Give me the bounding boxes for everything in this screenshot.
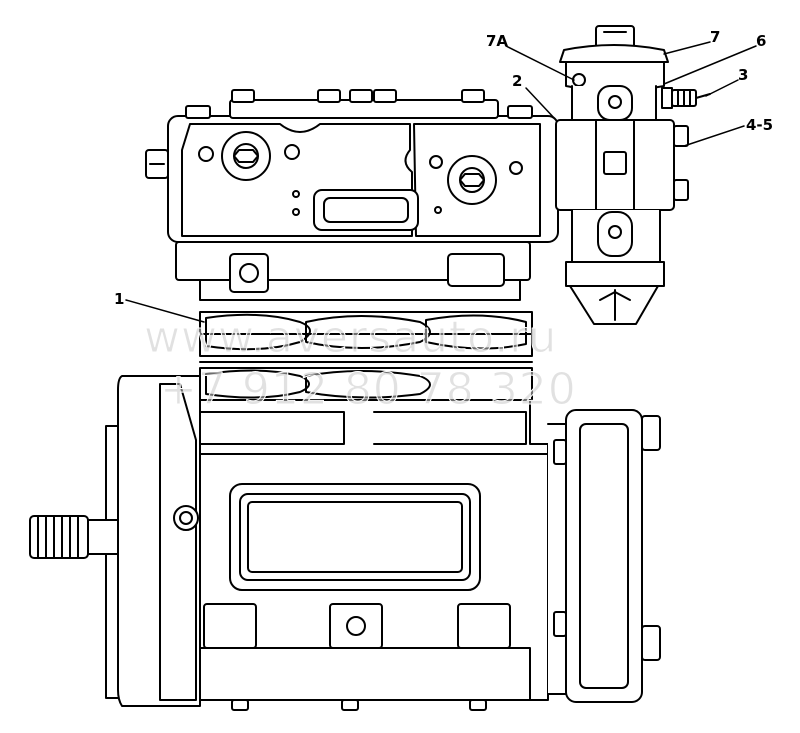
callout-7: 7 — [710, 28, 720, 46]
watermark: www.aversauto.ru +7 912 80 78 320 — [144, 312, 577, 416]
watermark-website: www.aversauto.ru — [144, 312, 557, 363]
gasket-stack — [199, 311, 533, 401]
callout-2: 2 — [512, 72, 522, 90]
callout-6: 6 — [756, 32, 766, 50]
callout-labels: 1 2 3 4-5 6 7 7A — [114, 28, 773, 308]
cylinder-head — [145, 89, 559, 243]
watermark-phone: +7 912 80 78 320 — [160, 364, 577, 415]
callout-3: 3 — [738, 66, 748, 84]
rear-end-cover — [547, 409, 661, 703]
callout-7a: 7A — [486, 32, 508, 50]
head-flange — [175, 241, 531, 301]
leader-lines — [125, 41, 757, 323]
head-top-bolts — [185, 89, 533, 119]
crankshaft — [29, 515, 119, 559]
unloader-assembly — [555, 25, 711, 325]
callout-4-5: 4-5 — [746, 116, 773, 134]
crankcase — [105, 375, 549, 711]
callout-1: 1 — [114, 290, 124, 308]
